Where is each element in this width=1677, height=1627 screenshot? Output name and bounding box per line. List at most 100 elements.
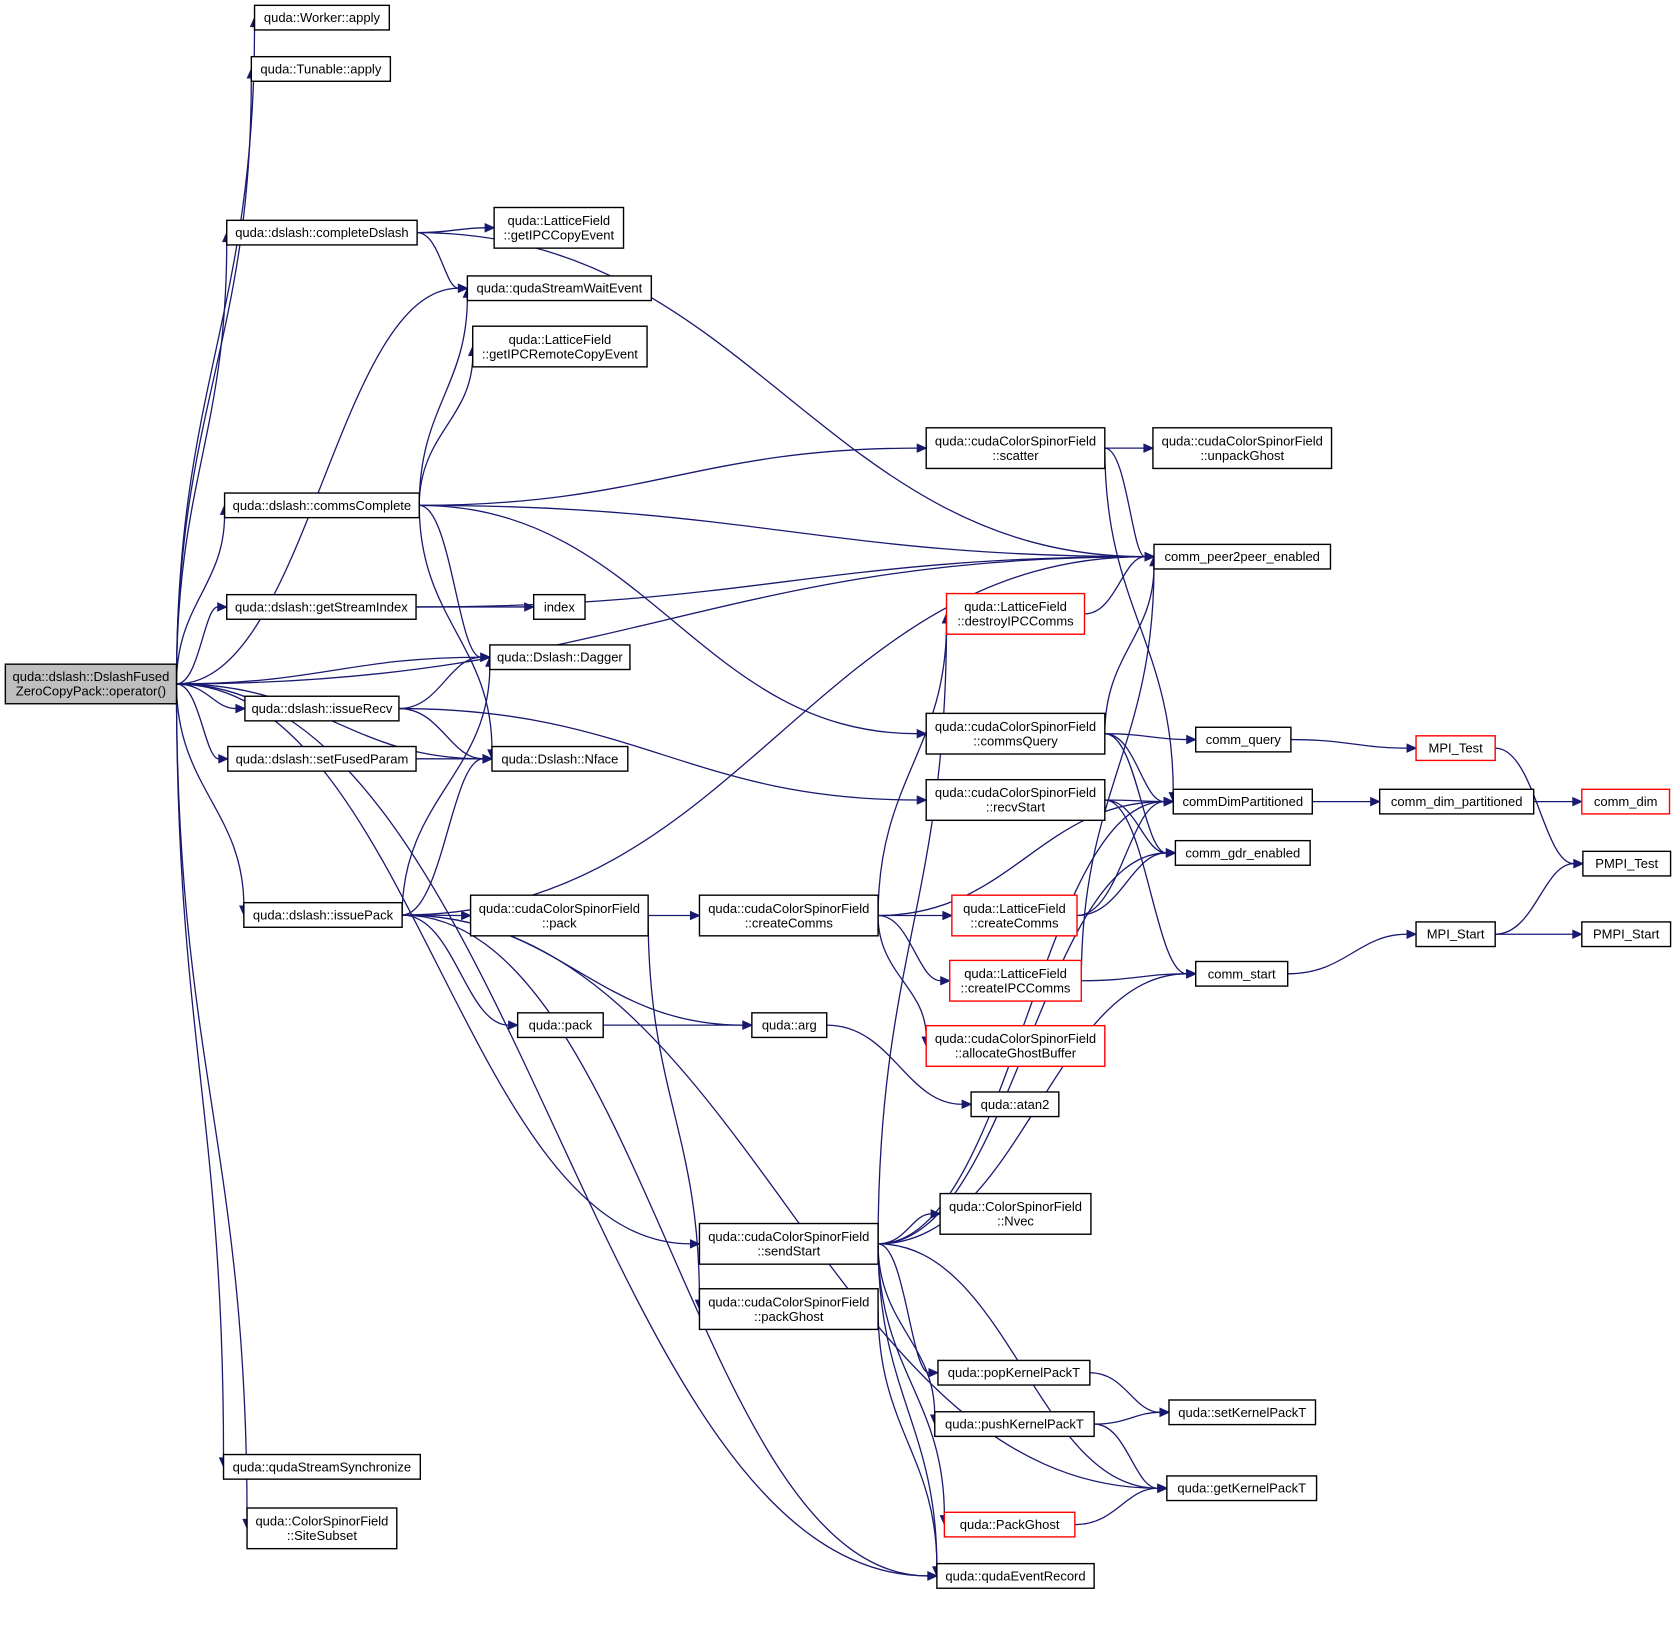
node-label: ::pack <box>542 915 577 930</box>
node-box <box>751 1012 828 1039</box>
node-root[interactable]: quda::dslash::DslashFusedZeroCopyPack::o… <box>4 663 178 705</box>
node-p2p[interactable]: comm_peer2peer_enabled <box>1153 543 1332 570</box>
node-box <box>925 712 1106 755</box>
edge-line <box>1104 447 1146 558</box>
node-pmpi_test[interactable]: PMPI_Test <box>1582 850 1672 877</box>
edge-line <box>402 914 928 1577</box>
node-csf_siteSubset[interactable]: quda::ColorSpinorField::SiteSubset <box>246 1507 398 1550</box>
node-qudaStreamWaitEvent[interactable]: quda::qudaStreamWaitEvent <box>466 275 653 302</box>
node-getIPCCopyEvent[interactable]: quda::LatticeField::getIPCCopyEvent <box>493 206 625 249</box>
nodes-layer: quda::dslash::DslashFusedZeroCopyPack::o… <box>4 4 1672 1589</box>
node-label: ::getIPCCopyEvent <box>504 228 615 243</box>
node-mpi_test[interactable]: MPI_Test <box>1415 735 1496 762</box>
node-setKernelPackT[interactable]: quda::setKernelPackT <box>1168 1399 1317 1426</box>
edge-quda_pack-to-quda_arg <box>603 1020 754 1030</box>
node-commsQuery[interactable]: quda::cudaColorSpinorField::commsQuery <box>925 712 1106 755</box>
edge-issueRecv-to-dagger <box>398 652 492 710</box>
node-recvStart[interactable]: quda::cudaColorSpinorField::recvStart <box>925 778 1106 822</box>
edge-line <box>417 231 459 289</box>
node-quda_arg[interactable]: quda::arg <box>751 1012 828 1039</box>
node-commDimPartitioned[interactable]: commDimPartitioned <box>1172 788 1313 815</box>
node-quda_pack[interactable]: quda::pack <box>516 1012 604 1039</box>
node-label: quda::qudaStreamSynchronize <box>233 1459 412 1474</box>
edge-line <box>417 227 486 234</box>
edge-root-to-dagger <box>176 652 492 685</box>
node-completeDslash[interactable]: quda::dslash::completeDslash <box>226 219 418 246</box>
edge-comm_start-to-mpi_start <box>1287 929 1418 975</box>
node-unpackGhost[interactable]: quda::cudaColorSpinorField::unpackGhost <box>1152 427 1333 470</box>
node-box <box>226 219 418 246</box>
node-dagger[interactable]: quda::Dslash::Dagger <box>489 644 631 671</box>
node-tunable_apply[interactable]: quda::Tunable::apply <box>250 55 392 82</box>
node-pmpi_start[interactable]: PMPI_Start <box>1581 921 1672 948</box>
node-comm_start[interactable]: comm_start <box>1195 960 1289 987</box>
node-comm_dim[interactable]: comm_dim <box>1581 788 1671 815</box>
arrowhead-icon <box>742 1020 754 1030</box>
edge-line <box>1089 1372 1160 1413</box>
node-nface[interactable]: quda::Dslash::Nface <box>491 745 629 772</box>
node-packGhost[interactable]: quda::cudaColorSpinorField::packGhost <box>698 1288 879 1331</box>
edge-recvStart-to-comm_start <box>1104 799 1197 979</box>
node-index[interactable]: index <box>532 593 586 620</box>
node-gdr[interactable]: comm_gdr_enabled <box>1174 839 1311 866</box>
node-mpi_start[interactable]: MPI_Start <box>1415 921 1496 948</box>
edge-line <box>1104 733 1165 803</box>
node-issuePack[interactable]: quda::dslash::issuePack <box>243 901 403 928</box>
arrowhead-icon <box>482 754 494 764</box>
arrowhead-icon <box>1186 969 1197 979</box>
node-label: quda::cudaColorSpinorField <box>935 1031 1096 1046</box>
edge-line <box>175 26 256 684</box>
node-ccsf_pack[interactable]: quda::cudaColorSpinorField::pack <box>469 894 649 937</box>
edge-issuePack-to-quda_pack <box>402 914 519 1030</box>
node-getIPCRemoteCopyEvent[interactable]: quda::LatticeField::getIPCRemoteCopyEven… <box>472 325 648 368</box>
node-box <box>243 901 403 928</box>
edge-commsQuery-to-comm_query <box>1104 733 1197 745</box>
node-label: comm_dim <box>1594 794 1658 809</box>
node-pushKernelPackT[interactable]: quda::pushKernelPackT <box>934 1411 1095 1438</box>
node-getStreamIndex[interactable]: quda::dslash::getStreamIndex <box>226 593 417 620</box>
node-label: quda::atan2 <box>981 1097 1050 1112</box>
node-commsComplete[interactable]: quda::dslash::commsComplete <box>223 492 420 519</box>
node-qudaEventRecord[interactable]: quda::qudaEventRecord <box>936 1562 1095 1589</box>
edge-line <box>877 1243 930 1374</box>
node-setFusedParam[interactable]: quda::dslash::setFusedParam <box>227 745 417 772</box>
node-issueRecv[interactable]: quda::dslash::issueRecv <box>244 695 400 722</box>
node-label: ZeroCopyPack::operator() <box>16 684 166 699</box>
node-lf_createComms[interactable]: quda::LatticeField::createComms <box>951 894 1078 937</box>
node-destroyIPCComms[interactable]: quda::LatticeField::destroyIPCComms <box>945 592 1086 635</box>
node-label: ::destroyIPCComms <box>957 614 1074 629</box>
node-getKernelPackT[interactable]: quda::getKernelPackT <box>1166 1475 1318 1502</box>
node-qudaStreamSynchronize[interactable]: quda::qudaStreamSynchronize <box>222 1453 422 1480</box>
edge-line <box>647 915 701 1301</box>
node-box <box>925 778 1106 822</box>
node-box <box>493 206 625 249</box>
arrowhead-icon <box>508 1020 519 1030</box>
node-box <box>943 1511 1076 1538</box>
node-box <box>934 1411 1095 1438</box>
node-label: quda::ColorSpinorField <box>949 1199 1082 1214</box>
node-box <box>226 593 417 620</box>
arrowhead-icon <box>927 1571 939 1581</box>
node-comm_dim_partitioned[interactable]: comm_dim_partitioned <box>1378 788 1535 815</box>
node-csf_nvec[interactable]: quda::ColorSpinorField::Nvec <box>939 1192 1092 1235</box>
arrowhead-icon <box>1370 796 1381 807</box>
node-createIPCComms[interactable]: quda::LatticeField::createIPCComms <box>949 959 1082 1002</box>
edges-layer <box>175 16 1585 1581</box>
edge-line <box>398 656 481 710</box>
node-worker_apply[interactable]: quda::Worker::apply <box>253 4 391 31</box>
edge-line <box>1287 933 1408 975</box>
node-scatter[interactable]: quda::cudaColorSpinorField::scatter <box>925 427 1106 470</box>
node-atan2[interactable]: quda::atan2 <box>970 1091 1060 1118</box>
node-packGhost2[interactable]: quda::PackGhost <box>943 1511 1076 1538</box>
edge-line <box>1076 852 1167 917</box>
node-sendStart[interactable]: quda::cudaColorSpinorField::sendStart <box>698 1222 879 1265</box>
node-allocateGhostBuffer[interactable]: quda::cudaColorSpinorField::allocateGhos… <box>925 1024 1106 1068</box>
edge-line <box>175 241 228 684</box>
node-popKernelPackT[interactable]: quda::popKernelPackT <box>937 1359 1091 1386</box>
node-box <box>223 492 420 519</box>
node-label: ::createComms <box>745 915 834 930</box>
node-createComms[interactable]: quda::cudaColorSpinorField::createComms <box>698 894 879 937</box>
edge-root-to-getStreamIndex <box>176 602 228 685</box>
node-comm_query[interactable]: comm_query <box>1195 726 1292 753</box>
node-label: ::packGhost <box>754 1309 824 1324</box>
